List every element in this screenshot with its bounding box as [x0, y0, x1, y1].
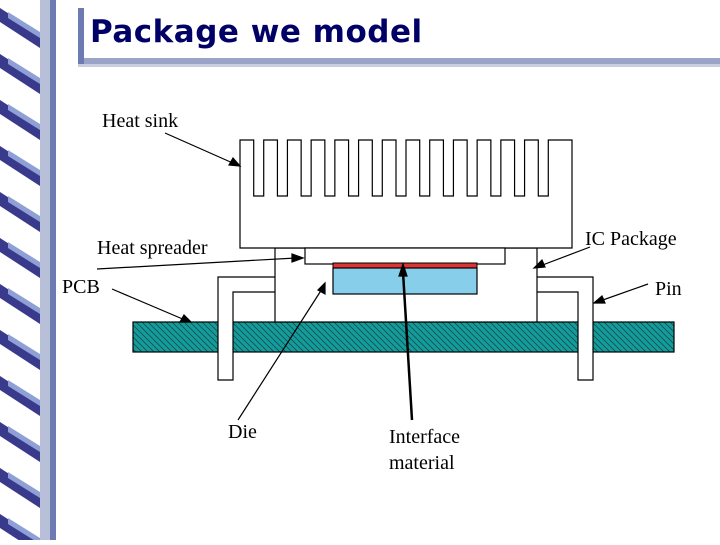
arrowhead-pcb [178, 314, 193, 323]
arrowhead-ic-package [532, 258, 546, 269]
leader-heat-spreader [96, 257, 297, 270]
interface-material [332, 262, 478, 269]
title-bar [78, 8, 720, 67]
sidebar-chevron-highlight [8, 334, 40, 360]
sidebar-chevron-highlight [8, 380, 40, 406]
heat-spreader [304, 247, 506, 265]
arrowhead-die [317, 281, 326, 296]
leader-ic-package [539, 246, 591, 267]
leader-lines [96, 132, 649, 421]
sidebar-chevron-highlight [8, 58, 40, 84]
sidebar-chevron-highlight [8, 518, 40, 544]
arrowhead-interface-material [398, 262, 408, 277]
leader-pin [599, 283, 649, 302]
sidebar-chevron-highlight [8, 472, 40, 498]
leader-pcb [111, 288, 186, 321]
pin-left [217, 276, 275, 381]
leader-heat-sink [164, 132, 236, 165]
sidebar-decoration [0, 0, 80, 545]
arrowhead-heat-spreader [291, 253, 305, 263]
label-heat-spreader: Heat spreader [97, 237, 208, 259]
leader-interface-material [401, 271, 414, 421]
sidebar-chevron-highlight [8, 242, 40, 268]
leader-die [237, 288, 323, 421]
label-die: Die [228, 421, 257, 443]
pin-right [537, 276, 594, 381]
arrowhead-heat-sink [228, 156, 242, 167]
arrowhead-pin [592, 295, 606, 304]
heat-sink [239, 139, 573, 249]
sidebar-chevron-highlight [8, 426, 40, 452]
label-pcb: PCB [62, 276, 100, 298]
sidebar-chevron-highlight [8, 288, 40, 314]
sidebar-chevron-highlight [8, 104, 40, 130]
label-pin: Pin [655, 278, 682, 300]
label-ic-package: IC Package [585, 228, 677, 250]
sidebar-chevron-highlight [8, 150, 40, 176]
sidebar-chevron-highlight [8, 196, 40, 222]
label-interface-material-line2: material [389, 452, 455, 474]
sidebar-chevrons [0, 8, 40, 545]
label-interface-material-line1: Interface [389, 426, 460, 448]
label-heat-sink: Heat sink [102, 110, 178, 132]
sidebar-chevron-highlight [8, 12, 40, 38]
slide-title: Package we model [90, 14, 423, 50]
